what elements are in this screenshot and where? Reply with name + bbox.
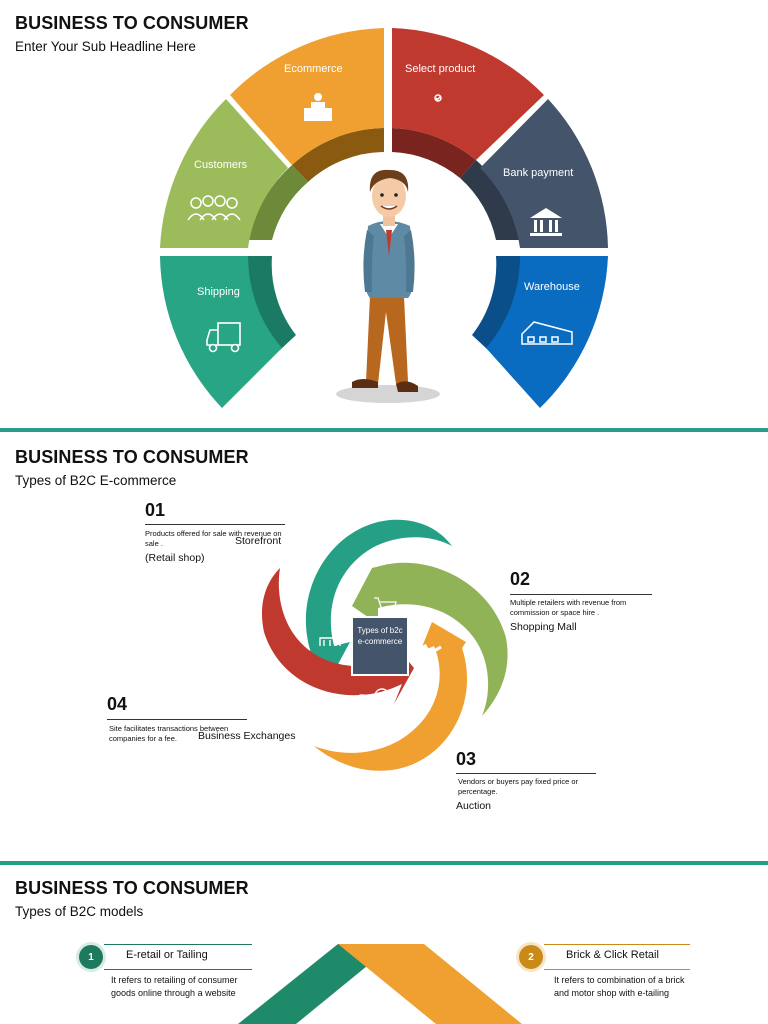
swirl-arm-orange [314, 622, 468, 771]
segment-label-shipping: Shipping [197, 286, 240, 298]
segment-customers [160, 99, 288, 248]
segment-label-customers: Customers [194, 159, 248, 171]
item-underline [145, 524, 285, 525]
segment-warehouse [486, 256, 608, 408]
model-heading: E-retail or Tailing [126, 949, 208, 961]
warehouse-icon [521, 321, 573, 345]
slide-title: BUSINESS TO CONSUMER [15, 447, 249, 467]
center-box [351, 616, 409, 676]
segment-shipping [160, 256, 282, 408]
slide-title: BUSINESS TO CONSUMER [15, 13, 249, 33]
item-number: 04 [107, 694, 128, 714]
model-heading: Brick & Click Retail [566, 949, 659, 961]
item-name: Business Exchanges [198, 730, 296, 742]
slide-b2c-types: BUSINESS TO CONSUMER Types of B2C E-comm… [0, 434, 768, 861]
storefront-icon [319, 637, 341, 646]
item-description: Vendors or buyers pay fixed price or per… [458, 777, 579, 796]
businessman-illustration [336, 169, 440, 403]
presenter-icon [304, 93, 332, 121]
model-bottom-line [104, 969, 252, 970]
euro-glyph: € [378, 692, 383, 702]
item-underline [456, 773, 596, 774]
item-name: Storefront [235, 535, 282, 547]
item-name: Auction [456, 800, 492, 812]
dollar-glyph: $ [359, 698, 364, 708]
model-number-badge: 2 [519, 945, 543, 969]
slide-subtitle: Types of B2C models [15, 904, 144, 919]
model-description: It refers to combination of a brick and … [554, 975, 685, 998]
item-underline [510, 594, 652, 595]
segment-label-warehouse: Warehouse [524, 281, 580, 293]
model-description: It refers to retailing of consumer goods… [111, 975, 238, 998]
models-chevron-graphic [238, 944, 522, 1024]
item-extra: (Retail shop) [145, 552, 205, 564]
slide-b2c-models: BUSINESS TO CONSUMER Types of B2C models… [0, 865, 768, 1024]
model-number-badge: 1 [79, 945, 103, 969]
center-label: Types of b2c e-commerce [357, 626, 403, 646]
item-name: Shopping Mall [510, 621, 577, 633]
slide-subtitle: Enter Your Sub Headline Here [15, 39, 196, 54]
group-people-icon [187, 195, 241, 221]
types-swirl-diagram: $ € [261, 519, 508, 771]
slide-divider [0, 428, 768, 432]
segment-label-ecommerce: Ecommerce [284, 63, 343, 75]
model-top-line [104, 944, 252, 945]
item-number: 02 [510, 569, 531, 589]
item-description: Multiple retailers with revenue from com… [510, 598, 627, 617]
segment-select-product [392, 28, 544, 160]
truck-icon [206, 322, 241, 353]
gavel-icon [414, 643, 442, 663]
swirl-arm-green [352, 562, 508, 716]
currency-exchange-icon [354, 688, 390, 715]
segment-label-select-product: Select product [405, 63, 476, 75]
checkmark-icon [434, 94, 442, 102]
item-number: 03 [456, 749, 477, 769]
chevron-orange [338, 944, 522, 1024]
item-description: Products offered for sale with revenue o… [145, 529, 282, 548]
segment-ecommerce [230, 28, 384, 165]
slide-divider [0, 861, 768, 865]
cart-icon [374, 597, 397, 616]
b2c-cycle-diagram [160, 28, 608, 408]
slide-title: BUSINESS TO CONSUMER [15, 878, 249, 898]
item-number: 01 [145, 500, 166, 520]
item-description: Site facilitates transactions between co… [109, 724, 229, 743]
segment-label-bank-payment: Bank payment [503, 167, 574, 179]
item-underline [107, 719, 247, 720]
model-top-line [544, 944, 690, 945]
slide-subtitle: Types of B2C E-commerce [15, 473, 177, 488]
slide-b2c-cycle: BUSINESS TO CONSUMER Enter Your Sub Head… [0, 0, 768, 430]
model-bottom-line [544, 969, 690, 970]
segment-bank-payment [480, 99, 608, 248]
chevron-teal [238, 944, 394, 1024]
swirl-arm-teal [296, 519, 452, 668]
bank-icon [530, 208, 562, 236]
